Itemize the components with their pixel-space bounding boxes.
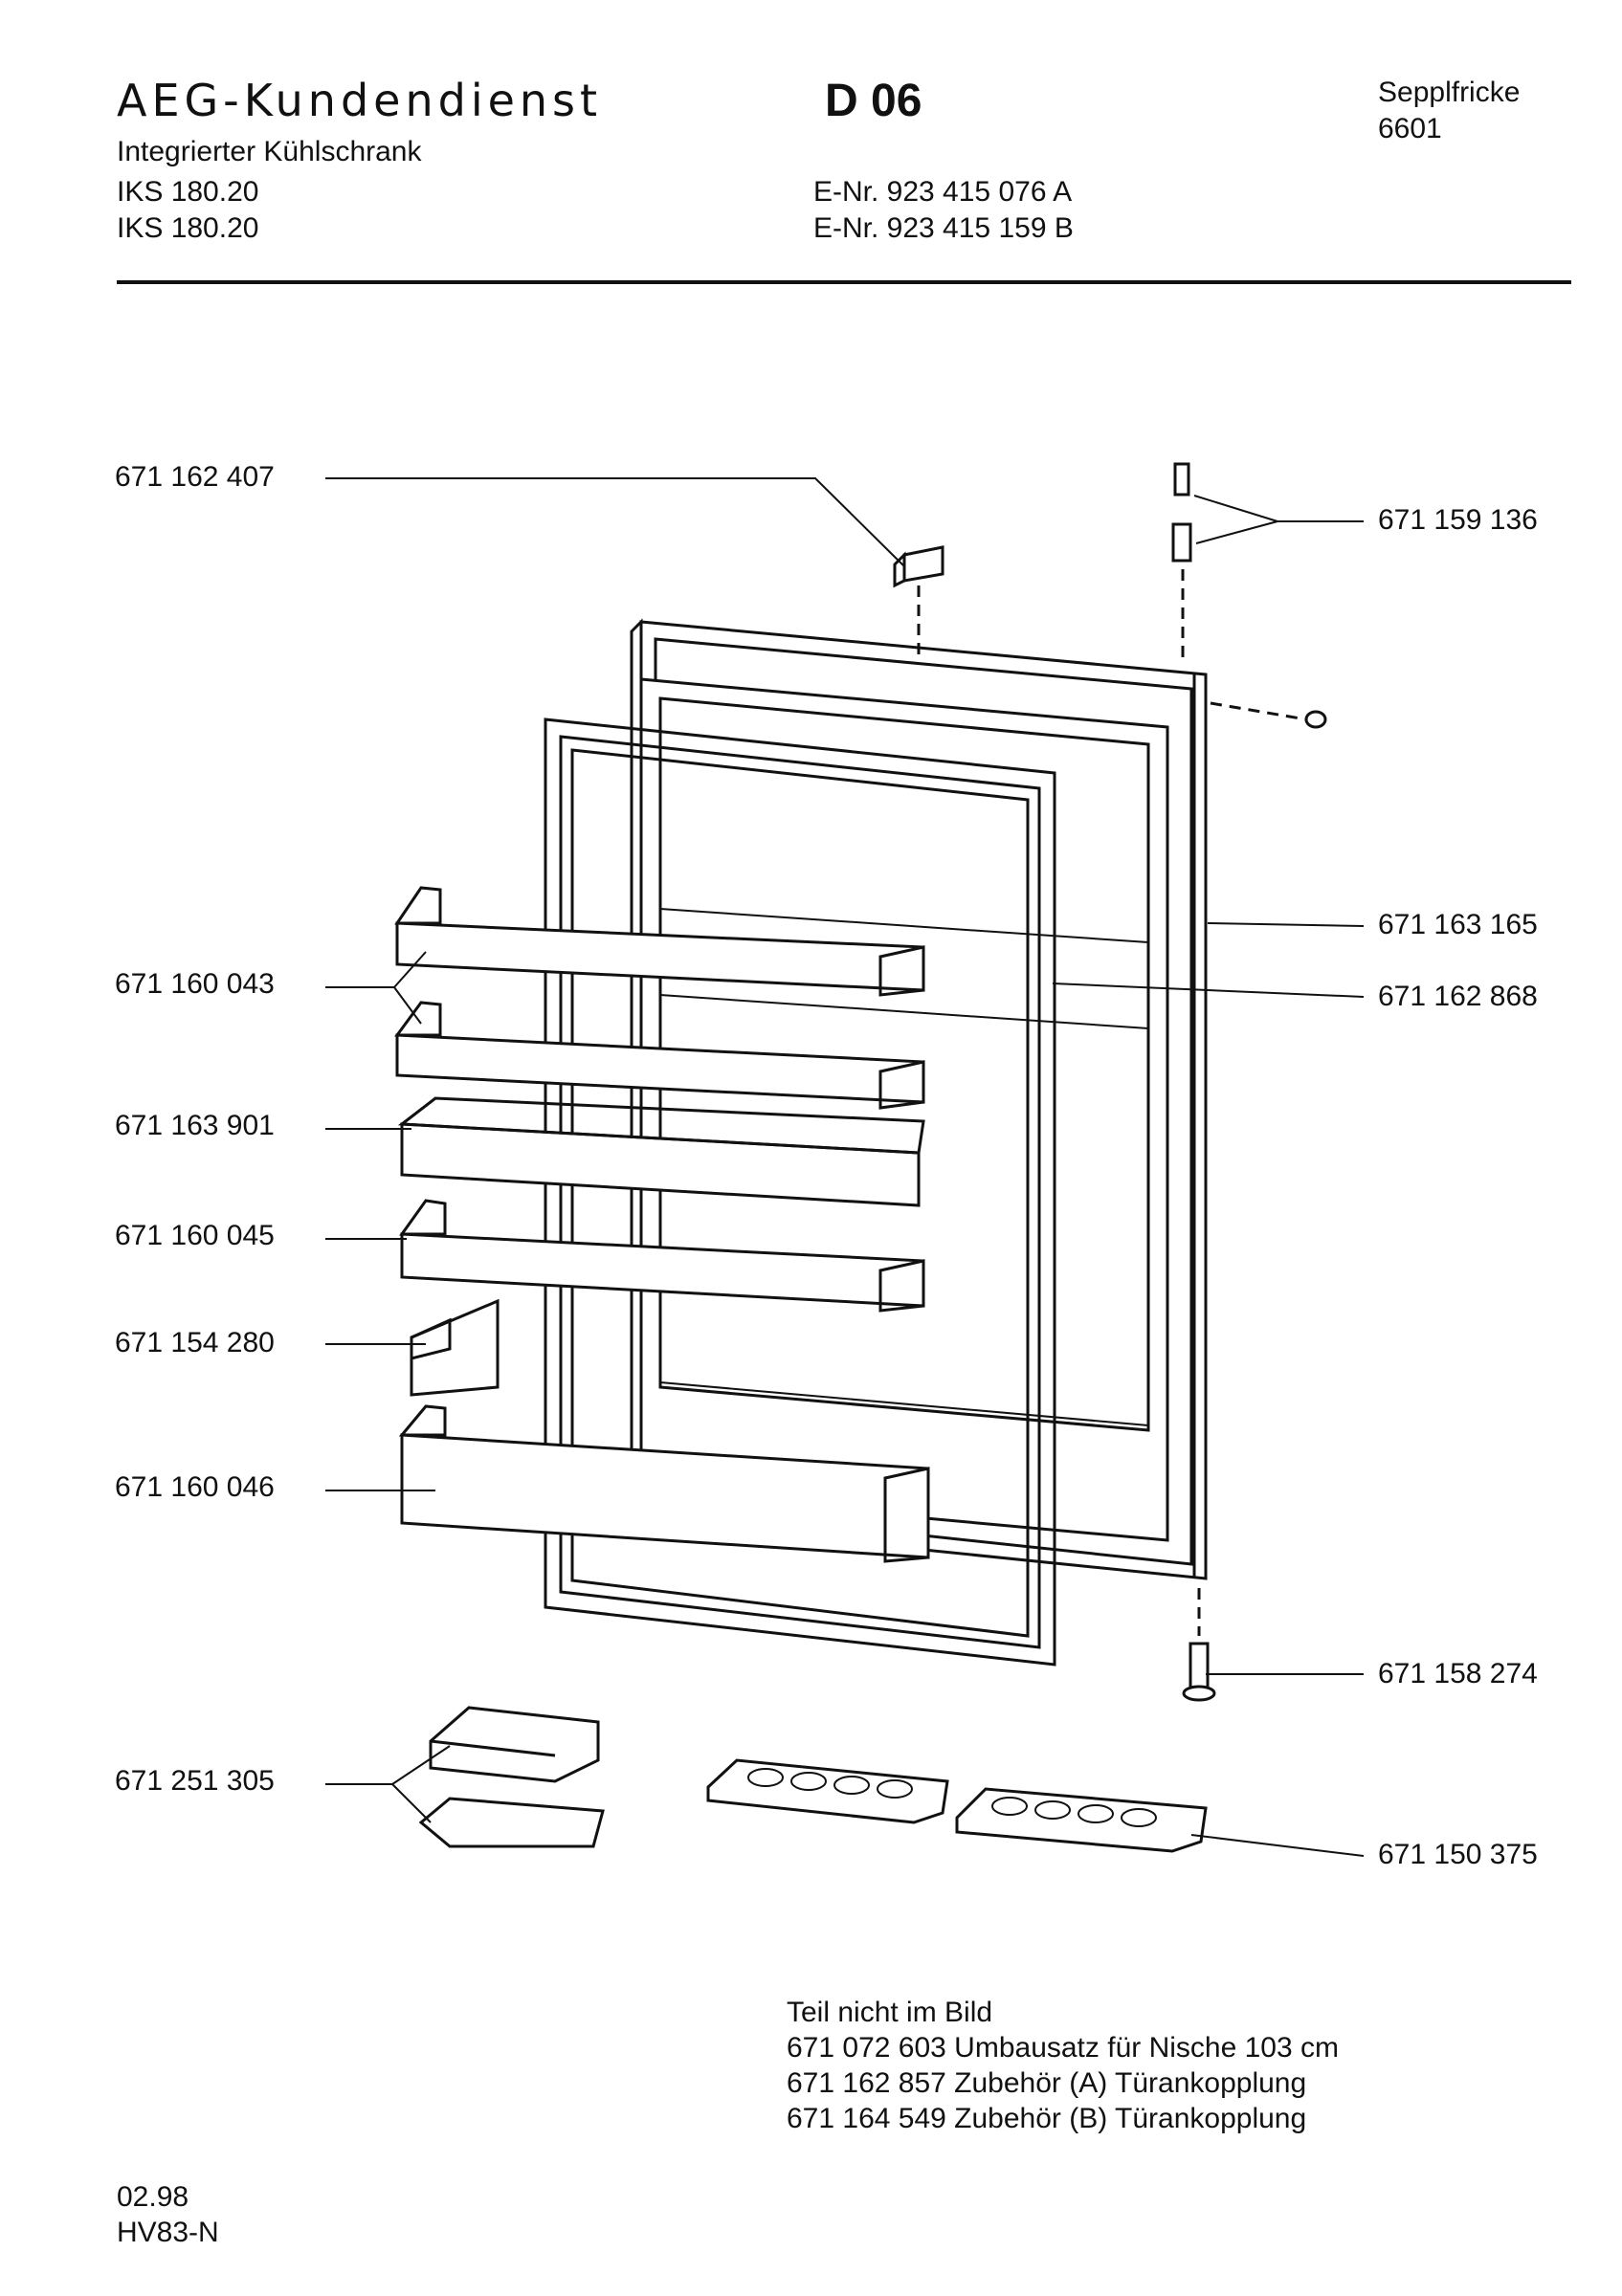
footer-code: HV83-N <box>117 2217 219 2248</box>
header-rule <box>117 280 1571 284</box>
enr-1: E-Nr. 923 415 076 A <box>813 176 1073 208</box>
butter-dish <box>418 1706 605 1848</box>
egg-tray-left <box>706 1758 949 1824</box>
part-label: 671 251 305 <box>115 1765 275 1797</box>
leader-lines-right <box>1052 495 1365 1857</box>
part-label: 671 159 136 <box>1378 504 1538 536</box>
part-label: 671 163 165 <box>1378 909 1538 940</box>
part-label: 671 158 274 <box>1378 1658 1538 1689</box>
document-code: D 06 <box>825 76 922 126</box>
shelf-upper-1 <box>394 886 925 997</box>
notes-title: Teil nicht im Bild <box>787 1997 993 2028</box>
product-title: Integrierter Kühlschrank <box>117 136 422 167</box>
part-label: 671 160 043 <box>115 968 275 1000</box>
door-gasket <box>544 718 1056 1667</box>
bottom-tray <box>398 1404 930 1563</box>
author-name: Sepplfricke <box>1378 77 1521 108</box>
part-label: 671 160 046 <box>115 1471 275 1503</box>
part-label: 671 160 045 <box>115 1220 275 1251</box>
part-label: 671 162 868 <box>1378 981 1538 1012</box>
door-inner-panel <box>639 677 1169 1542</box>
model-2: IKS 180.20 <box>117 212 259 244</box>
shelf-middle <box>397 1096 925 1207</box>
part-label: 671 163 901 <box>115 1110 275 1141</box>
hinge-pins <box>1171 462 1327 729</box>
enr-2: E-Nr. 923 415 159 B <box>813 212 1074 244</box>
egg-tray-right <box>955 1787 1208 1853</box>
author-code: 6601 <box>1378 113 1442 144</box>
brand-title: AEG-Kundendienst <box>117 75 603 126</box>
leader-lines-left <box>325 477 905 1823</box>
hinge-cap <box>893 545 944 660</box>
part-label: 671 162 407 <box>115 461 275 493</box>
footer-date: 02.98 <box>117 2181 189 2213</box>
small-box <box>410 1298 500 1397</box>
part-label: 671 154 280 <box>115 1327 275 1358</box>
shelf-lower <box>399 1199 925 1313</box>
notes-line: 671 164 549 Zubehör (B) Türankopplung <box>787 2103 1307 2134</box>
notes-line: 671 162 857 Zubehör (A) Türankopplung <box>787 2067 1307 2099</box>
model-1: IKS 180.20 <box>117 176 259 208</box>
part-label: 671 150 375 <box>1378 1839 1538 1870</box>
bottom-hinge-pin <box>1182 1588 1216 1702</box>
notes-line: 671 072 603 Umbausatz für Nische 103 cm <box>787 2032 1339 2064</box>
